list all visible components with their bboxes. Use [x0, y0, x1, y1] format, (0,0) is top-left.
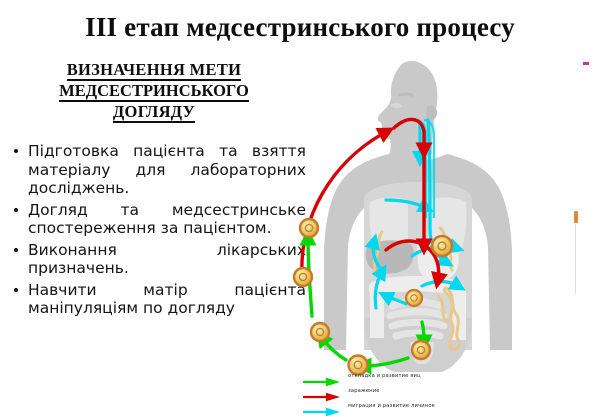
page-title: III етап медсестринського процесу [85, 12, 515, 42]
legend-label: заражение [348, 388, 380, 394]
arrow-right-icon [302, 374, 342, 392]
list-item: Навчити матір пацієнта маніпуляціям по д… [6, 281, 306, 318]
subtitle-line-1: ВИЗНАЧЕННЯ МЕТИ [66, 60, 242, 81]
list-item: Догляд та медсестринське спостереження з… [6, 201, 306, 238]
arrow-right-icon [302, 404, 342, 418]
bullet-text: Догляд та медсестринське спостереження з… [28, 200, 306, 238]
bullet-dot-icon [14, 247, 18, 252]
bullet-text: Виконання лікарських призначень. [28, 240, 306, 278]
bullet-dot-icon [14, 149, 18, 153]
infection-arrows [300, 117, 448, 290]
arrow-right-icon [302, 389, 342, 407]
legend-item-egg-laying: откладка и развитие яиц [302, 372, 592, 387]
subtitle-line-2: МЕДСЕСТРИНСЬКОГО [59, 81, 249, 102]
bullet-dot-icon [14, 207, 18, 212]
egg-particles [292, 217, 454, 376]
bullet-text: Навчити матір пацієнта маніпуляціям по д… [28, 280, 306, 318]
subtitle-block: ВИЗНАЧЕННЯ МЕТИ МЕДСЕСТРИНСЬКОГО ДОГЛЯДУ [8, 60, 300, 123]
legend-label: миграция и развитие личинок [348, 403, 435, 409]
helminth-lifecycle-illustration [290, 50, 600, 380]
edge-artifact-vertical-line [575, 224, 576, 294]
edge-artifact-orange [574, 211, 578, 223]
bullet-dot-icon [14, 287, 18, 292]
list-item: Виконання лікарських призначень. [6, 241, 306, 278]
bullet-text: Підготовка пацієнта та взяття матеріалу … [28, 142, 306, 197]
edge-artifact-magenta [583, 62, 589, 65]
human-body-silhouette [324, 60, 512, 372]
legend-item-infection: заражение [302, 387, 592, 402]
bullet-list: Підготовка пацієнта та взяття матеріалу … [6, 142, 306, 321]
subtitle-line-3: ДОГЛЯДУ [112, 102, 196, 123]
list-item: Підготовка пацієнта та взяття матеріалу … [6, 142, 306, 198]
legend-item-larva-migration: миграция и развитие личинок [302, 402, 592, 418]
legend-label: откладка и развитие яиц [348, 373, 421, 379]
legend: откладка и развитие яиц заражение миграц… [302, 372, 592, 417]
